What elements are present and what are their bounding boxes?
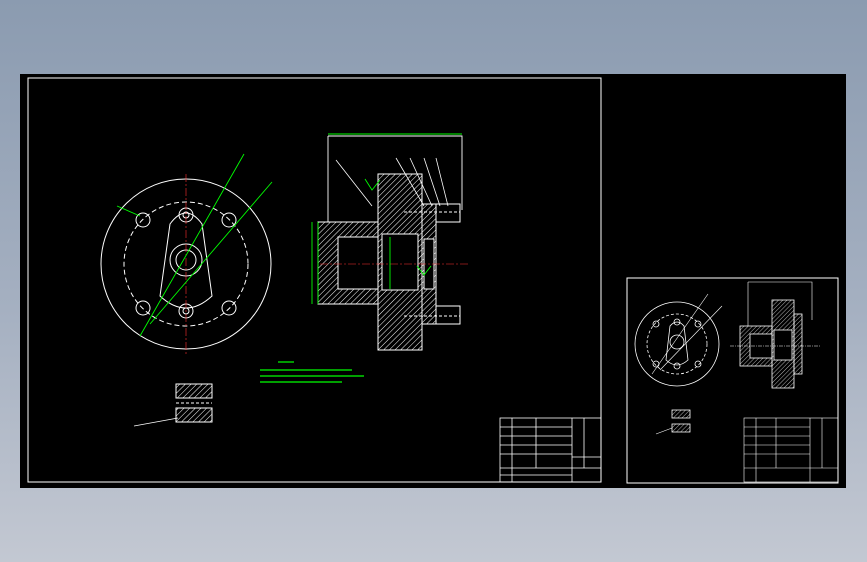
- drawing-canvas: [27, 77, 839, 484]
- preview-section-view: [730, 281, 820, 389]
- preview-top-view: [634, 301, 720, 387]
- section-dimensions: [311, 133, 462, 304]
- technical-notes: [260, 361, 364, 383]
- preview-sheet-border: [626, 277, 839, 484]
- detail-view: [133, 383, 213, 427]
- main-sheet-border: [27, 77, 602, 483]
- preview-detail-view: [655, 409, 691, 435]
- title-block: [499, 417, 602, 483]
- top-view-flange: [100, 174, 272, 354]
- cad-viewport[interactable]: [20, 74, 846, 488]
- preview-sheet: [626, 277, 839, 484]
- section-view: [317, 135, 470, 351]
- top-view-dimensions: [116, 153, 273, 337]
- preview-top-dimensions: [651, 293, 723, 375]
- preview-title-block: [743, 417, 839, 483]
- main-sheet: [27, 77, 602, 483]
